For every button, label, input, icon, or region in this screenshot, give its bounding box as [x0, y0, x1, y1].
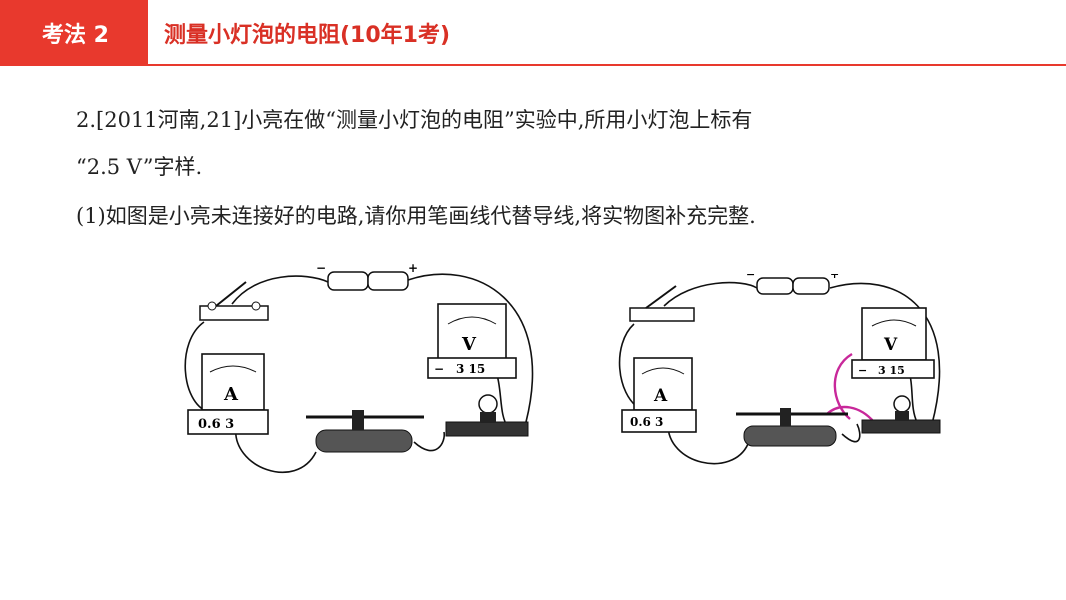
svg-text:V: V: [883, 335, 898, 355]
wire-switch-ammeter: [184, 321, 209, 413]
wire-rheostat-end: [413, 431, 445, 452]
question-line-1: 2.[2011河南,21]小亮在做“测量小灯泡的电阻”实验中,所用小灯泡上标有: [76, 108, 753, 132]
wire-switch-battery: [231, 275, 329, 305]
rheostat-2: [736, 408, 848, 447]
svg-text:3 15: 3 15: [878, 364, 905, 377]
battery-pack: − +: [316, 262, 418, 291]
svg-text:−: −: [434, 362, 444, 376]
wire-battery-lamp: [407, 273, 534, 423]
header-bar: 考法 2 测量小灯泡的电阻(10年1考): [0, 0, 1066, 66]
question-line-2: “2.5 V”字样.: [76, 155, 203, 179]
svg-text:V: V: [461, 334, 477, 355]
svg-text:A: A: [223, 384, 239, 405]
svg-text:A: A: [653, 386, 668, 406]
circuit-figure-complete: − + A 0.6 3 V − 3 15: [618, 274, 941, 465]
section-title: 测量小灯泡的电阻(10年1考): [164, 23, 451, 48]
switch: [199, 281, 269, 321]
voltmeter: V − 3 15: [427, 303, 517, 379]
svg-text:0.6 3: 0.6 3: [198, 417, 234, 432]
svg-text:+: +: [830, 274, 839, 281]
svg-text:3 15: 3 15: [456, 362, 485, 376]
wire-ammeter-rheostat: [235, 426, 317, 473]
svg-text:−: −: [746, 274, 755, 281]
svg-text:−: −: [858, 364, 867, 377]
ammeter-2: A 0.6 3: [621, 357, 697, 433]
svg-text:0.6 3: 0.6 3: [630, 415, 663, 429]
lamp-holder: [445, 394, 529, 437]
voltmeter-2: V − 3 15: [851, 307, 935, 379]
header-divider: [148, 64, 1066, 66]
circuit-figure-incomplete: − + A 0.6 3 V − 3 15: [184, 262, 534, 473]
question-line-3: (1)如图是小亮未连接好的电路,请你用笔画线代替导线,将实物图补充完整.: [76, 204, 756, 228]
svg-text:+: +: [408, 262, 418, 275]
rheostat: [306, 410, 424, 453]
svg-text:−: −: [316, 262, 326, 275]
lamp-holder-2: [861, 395, 941, 434]
section-tag: 考法 2: [0, 0, 148, 66]
battery-pack-2: − +: [746, 274, 839, 295]
ammeter: A 0.6 3: [187, 353, 269, 435]
switch-2: [629, 285, 695, 322]
